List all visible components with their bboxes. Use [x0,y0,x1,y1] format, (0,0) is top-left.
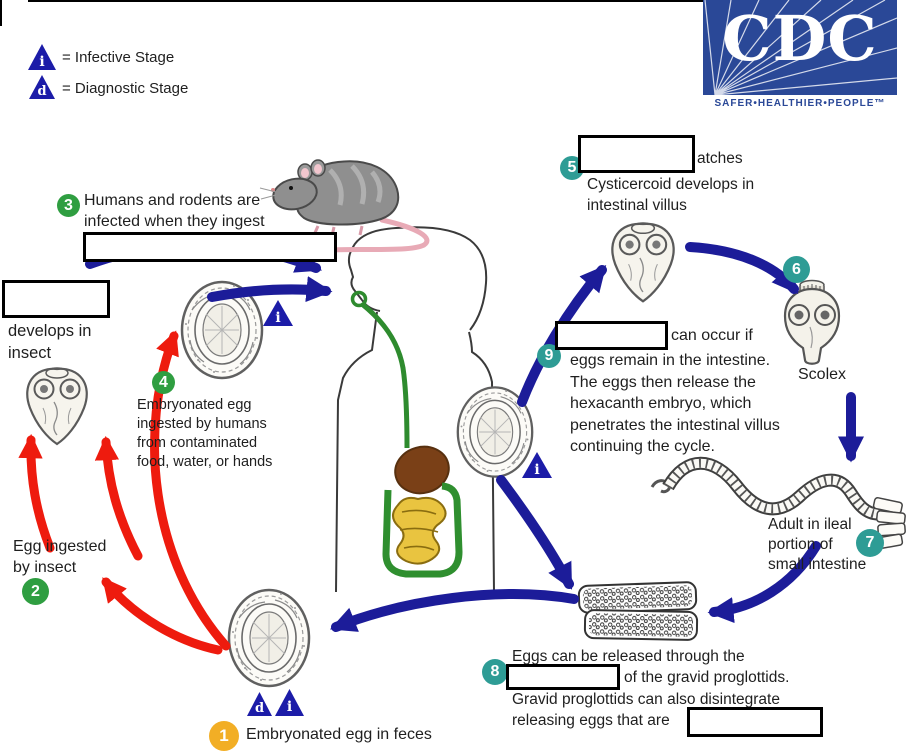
step-7-line-3: small intestine [768,556,867,573]
step-3-line-1: Humans and rodents are [84,192,261,209]
cysticercoid-villus-illustration [611,221,675,303]
answer-blank-step-5[interactable] [578,135,695,173]
diagnostic-stage-icon: d [29,75,55,99]
step-7-text: Adult in ileal portion of small intestin… [768,515,866,575]
answer-blank-step-8b[interactable] [687,707,823,737]
step-7-line-1: Adult in ileal [768,516,852,533]
scolex-label: Scolex [798,366,847,383]
step-4-line-2: ingested by humans [137,416,267,432]
left-border-tick [0,0,2,26]
step-4-line-4: food, water, or hands [137,454,273,470]
step-9-line-5: penetrates the intestinal villus [570,416,780,434]
step-3-badge: 3 [57,194,80,217]
step-2-text: Egg ingested by insect [13,536,106,578]
step-1-label: Embryonated egg in feces [246,726,432,743]
top-border-line [28,0,720,2]
cdc-logo: CDC [703,0,898,96]
legend-diagnostic-label: = Diagnostic Stage [62,80,189,97]
step-5-text: Cysticercoid develops in intestinal vill… [587,174,754,216]
legend-infective-label: = Infective Stage [62,49,175,66]
step-7-badge: 7 [856,529,884,557]
cysticercoid-insect-illustration [26,366,88,446]
gravid-proglottids-illustration [577,581,699,641]
diagnostic-stage-icon: d [247,692,272,716]
step-5-after-blank: atches [697,150,743,167]
step-2-line-2: by insect [13,559,77,576]
adult-tapeworm-illustration [650,456,906,550]
step-8-line-1: Eggs can be released through the [512,648,745,665]
answer-blank-step-3[interactable] [83,232,337,262]
cdc-tagline: SAFER•HEALTHIER•PEOPLE™ [714,98,886,109]
step-9-line-4: hexacanth embryo, which [570,395,752,412]
svg-text:d: d [37,84,46,99]
egg-illustration-feces [227,588,311,688]
cdc-logo-rays [704,0,898,96]
step-9-text: eggs remain in the intestine. The eggs t… [570,350,780,458]
human-figure-illustration [335,226,495,593]
infective-stage-icon: i [28,44,56,70]
step-1-badge: 1 [209,721,239,751]
step-8-line-3: Gravid proglottids can also disintegrate [512,691,780,708]
digestive-tract-illustration [350,290,463,578]
step-8-line-4: releasing eggs that are [512,712,670,729]
svg-text:d: d [255,701,264,716]
rodent-illustration [259,159,430,254]
step-9-line-3: The eggs then release the [570,373,756,391]
step-8-line-2: of the gravid proglottids. [624,669,790,686]
svg-text:i: i [287,699,292,715]
answer-blank-step-8a[interactable] [506,664,620,690]
scolex-illustration [783,279,841,365]
develops-in-insect-label: develops in insect [8,322,92,362]
cdc-logo-text: CDC [722,2,878,75]
step-6-badge: 6 [783,256,810,283]
infective-stage-icon: i [522,452,552,478]
svg-text:i: i [39,54,44,70]
svg-text:i: i [534,462,539,478]
svg-text:i: i [275,310,280,326]
infective-stage-icon: i [275,689,304,716]
step-3-text: Humans and rodents are infected when the… [84,190,265,232]
answer-blank-develops[interactable] [2,280,110,318]
step-9-line-2: eggs remain in the intestine. [570,352,771,369]
step-5-line-2: Cysticercoid develops in [587,176,755,193]
infective-stage-icon: i [263,300,293,326]
step-4-badge: 4 [152,371,175,394]
step-4-line-3: from contaminated [137,435,258,451]
step-5-line-3: intestinal villus [587,197,687,214]
step-4-text: Embryonated egg ingested by humans from … [137,396,272,472]
step-2-line-1: Egg ingested [13,538,107,555]
step-9-after-blank: can occur if [671,327,753,344]
step-3-line-2: infected when they ingest [84,213,265,230]
answer-blank-step-9[interactable] [555,321,668,350]
step-9-line-6: continuing the cycle. [570,438,715,455]
step-2-badge: 2 [22,578,49,605]
step-7-line-2: portion of [768,536,833,553]
step-8-badge: 8 [482,659,508,685]
step-4-line-1: Embryonated egg [137,397,252,413]
